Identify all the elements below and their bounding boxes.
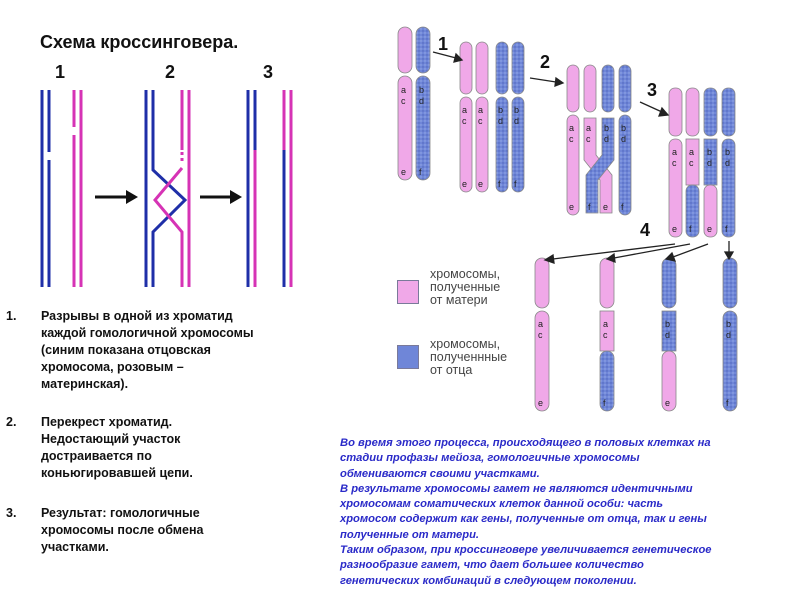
gene-label-f: f [419,167,422,177]
gene-label-e: e [707,224,713,234]
gene-label-f: f [514,179,517,189]
right-step-number-4: 4 [640,220,651,240]
gene-label-c: c [401,96,406,106]
gene-label-c: c [462,116,467,126]
gene-label-a: a [603,319,609,329]
gene-label-a: a [401,85,407,95]
legend-paternal-label: хромосомы, полученнные от отца [430,337,508,377]
gene-label-c: c [569,134,574,144]
left-step-number-2: 2 [165,62,176,82]
note-paragraph: Таким образом, при кроссинговере увеличи… [340,544,712,587]
gene-label-a: a [478,105,484,115]
note-paragraph: Во время этого процесса, происходящего в… [340,437,711,480]
gene-label-e: e [672,224,678,234]
gene-label-f: f [689,224,692,234]
gene-label-a: a [462,105,468,115]
diagram-title: Схема кроссинговера. [40,32,239,52]
left-step-number-1: 1 [55,62,66,82]
gene-label-c: c [586,134,591,144]
gene-label-d: d [707,158,713,168]
gene-label-b: b [514,105,520,115]
gene-label-d: d [621,134,627,144]
step-text: Перекрест хроматид. Недостающий участок … [41,415,193,480]
gene-label-d: d [498,116,504,126]
right-step-number-2: 2 [540,52,551,72]
chromosome-illustration [397,26,738,412]
stage-4-gametes [534,257,738,412]
legend-maternal-label: хромосомы, полученные от матери [430,267,501,307]
gene-label-b: b [707,147,713,157]
process-arrows [432,51,735,264]
legend-maternal-swatch [397,280,419,304]
stage-2-chromatids [459,41,525,193]
gene-label-b: b [725,147,731,157]
gene-label-e: e [478,179,484,189]
scheme-stage-1 [40,90,83,287]
stage-1-chromosomes [397,26,431,181]
right-step-number-3: 3 [647,80,658,100]
stage-3-crossing [566,64,632,216]
gene-label-f: f [603,398,606,408]
gene-label-a: a [689,147,695,157]
right-step-number-1: 1 [438,34,449,54]
step-number: 3. [6,506,17,520]
legend-paternal-swatch [397,345,419,369]
explanation-note: Во время этого процесса, происходящего в… [340,436,790,589]
step-number: 1. [6,309,17,323]
gene-label-c: c [603,330,608,340]
crossing-maternal [153,167,184,287]
arrow-right [95,190,138,204]
arrow-right [200,190,242,204]
gene-label-a: a [672,147,678,157]
gene-label-d: d [725,158,731,168]
gene-label-f: f [588,202,591,212]
gene-label-e: e [401,167,407,177]
gene-label-e: e [538,398,544,408]
step-number: 2. [6,415,17,429]
gene-label-f: f [621,202,624,212]
crossing-paternal [151,150,188,287]
gene-label-e: e [569,202,575,212]
left-step-number-3: 3 [263,62,274,82]
crossover-scheme [40,90,293,287]
gene-label-d: d [419,96,425,106]
step-text: Результат: гомологичные хромосомы после … [41,506,204,554]
gene-label-e: e [462,179,468,189]
gene-label-d: d [604,134,610,144]
gene-label-b: b [621,123,627,133]
gene-label-e: e [665,398,671,408]
gene-label-f: f [498,179,501,189]
scheme-stage-2 [144,90,191,287]
gene-label-b: b [604,123,610,133]
gene-label-e: e [603,202,609,212]
gene-label-a: a [586,123,592,133]
scheme-stage-3 [246,90,293,287]
gene-label-d: d [514,116,520,126]
stage-3-result [668,87,736,238]
gene-label-f: f [726,398,729,408]
gene-label-a: a [569,123,575,133]
gene-label-c: c [478,116,483,126]
gene-label-c: c [538,330,543,340]
gene-label-b: b [726,319,732,329]
gene-label-b: b [665,319,671,329]
step-text: Разрывы в одной из хроматид каждой гомол… [41,309,254,391]
gene-label-c: c [672,158,677,168]
gene-label-f: f [725,224,728,234]
gene-label-b: b [498,105,504,115]
gene-label-a: a [538,319,544,329]
gene-label-d: d [726,330,732,340]
gene-label-d: d [665,330,671,340]
note-paragraph: В результате хромосомы гамет не являются… [340,482,707,541]
gene-label-b: b [419,85,425,95]
gene-label-c: c [689,158,694,168]
